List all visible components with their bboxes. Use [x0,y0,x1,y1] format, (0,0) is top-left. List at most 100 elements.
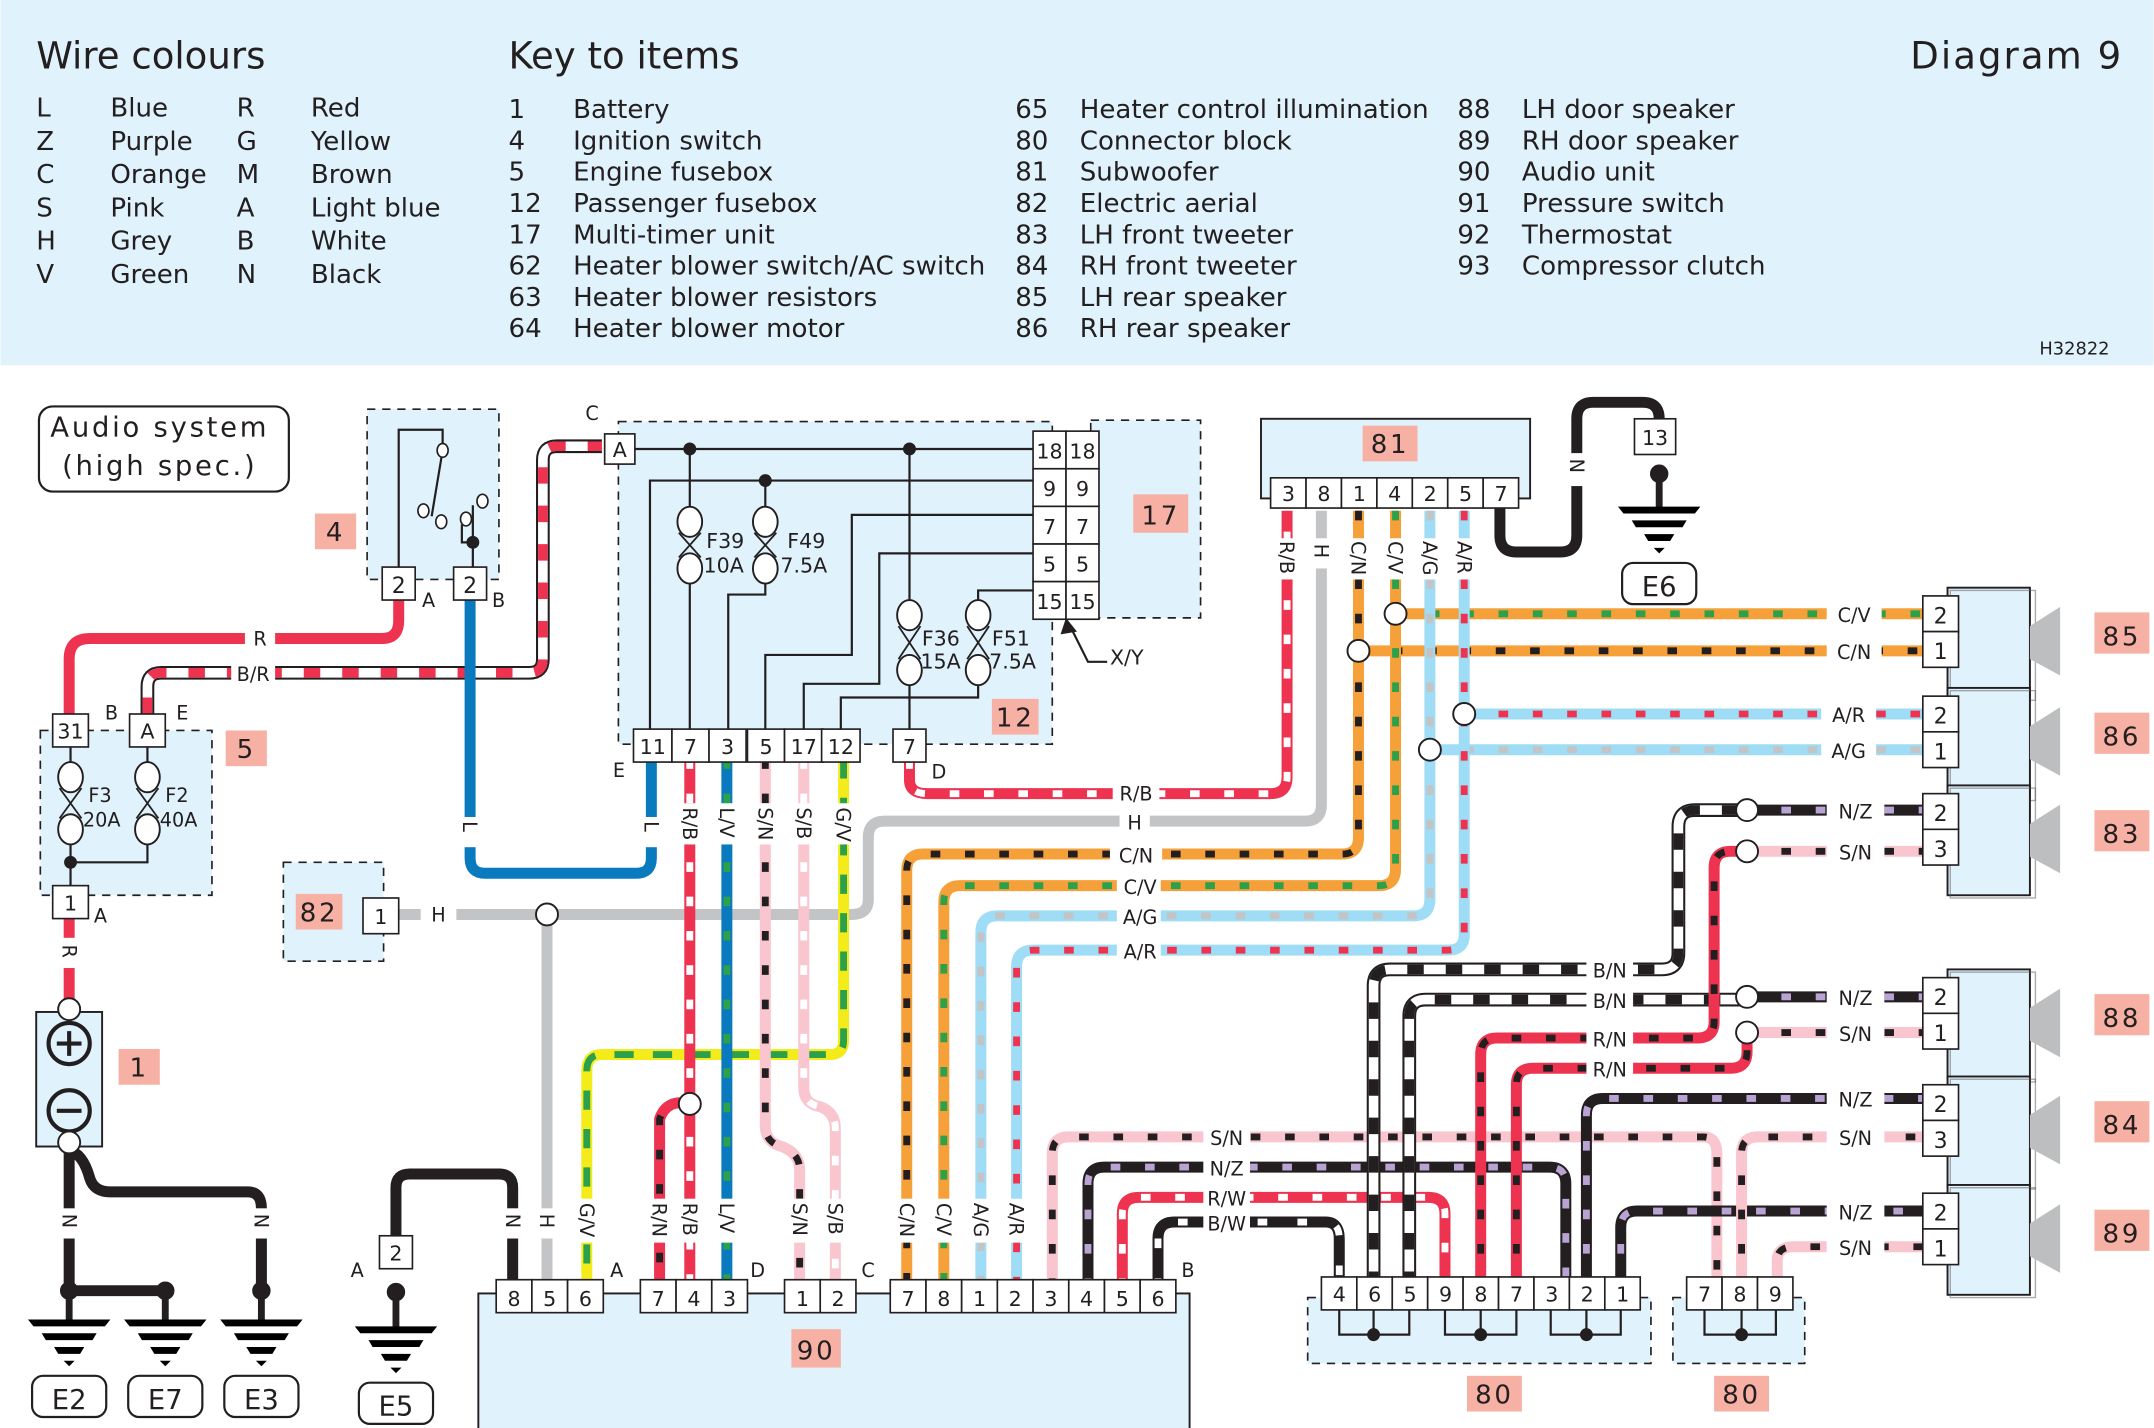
pin-number: 1 [64,891,77,915]
fuse-f49-name: F49 [787,529,825,553]
junction-dot [1474,1328,1488,1342]
pin-number: 7 [1076,515,1089,539]
pin-number: 12 [828,735,854,759]
pin-number: 15 [1036,590,1062,614]
wire-label-sb-audio: S/B [823,1203,846,1235]
wire-label-n-e2: N [57,1214,80,1228]
wire-label-h-aerial: H [431,903,445,926]
ground-bar [1653,547,1665,554]
subwoofer-pin [1340,477,1378,509]
ground-bar [233,1333,289,1341]
wire-label-n-e3: N [250,1214,273,1228]
wire-rb-sub [903,510,1293,800]
wire-colour-name: Orange [110,160,206,190]
label-gap [676,803,704,845]
wire-label-r-battery: R [57,945,80,958]
key-item-number: 81 [1015,158,1048,188]
ground-bar [390,1367,402,1374]
label-gap [1416,538,1444,580]
key-item-number: 65 [1015,95,1048,125]
ground-bar [246,1346,277,1354]
fuse-f36-rating: 15A [920,650,960,674]
battery-positive-icon [46,1020,92,1067]
speaker-85-tag [2094,612,2150,654]
wire-label-s88_nz: N/Z [1839,987,1873,1010]
ground-e2-label-box [30,1374,108,1419]
label-gap [1586,1025,1634,1051]
wire-label-ag-mid: A/G [1123,906,1158,929]
pin-number: 6 [1151,1287,1164,1311]
ground-bar [150,1346,181,1354]
label-gap [1826,601,1882,627]
pin-number: 1 [796,1287,809,1311]
speaker-84-cone [2029,1095,2061,1165]
fuse-f39-terminal [676,505,704,538]
key-item-name: LH rear speaker [1080,283,1287,313]
fuse-f49-terminal [751,552,779,585]
label-gap [1586,957,1634,982]
reference-code: H32822 [2039,338,2109,359]
junction-dot [466,535,480,549]
speaker-88-pin [1921,1012,1960,1050]
wire-label-rb-audio: R/B [678,1203,701,1236]
pin-number: 18 [1069,440,1095,464]
splice-point [1735,1020,1760,1045]
key-item-name: Ignition switch [573,126,763,156]
label-gap [790,803,818,845]
splice-point [535,902,559,927]
wire-label-rb-pf: R/B [678,807,701,840]
label-gap [498,1208,527,1239]
speaker-88-tag [2094,994,2150,1036]
wire-nz-89 [1615,1205,1937,1288]
connector-block-pin [1462,1276,1500,1311]
fuse-f2-link [135,787,160,819]
wire-nz-b4 [1082,1161,1572,1288]
wire-core [464,597,657,879]
wire-label-s83_sn: S/N [1839,842,1872,865]
pin-number: 13 [1642,426,1668,450]
label-gap [713,803,741,845]
key-item-number: 92 [1457,220,1490,250]
connector-letter: E [613,759,625,782]
connector-block-pin [1391,1276,1429,1311]
wire-label-h-sub: H [1310,544,1333,558]
subwoofer-tag [1362,425,1418,462]
ignition-switch-number: 4 [326,518,345,548]
pin-number: 6 [579,1287,592,1311]
wire-label-cn-85: C/N [1837,641,1871,664]
splice-point [1735,798,1760,823]
fuse-f51-link [966,625,990,660]
pin-number: 18 [1036,440,1062,464]
ground-e5-label-box [357,1381,435,1425]
pin-number: 9 [1076,477,1089,501]
junction-dot [1367,1328,1381,1342]
pin-number: 1 [973,1287,986,1311]
wire-label-rn2: R/N [1593,1058,1627,1081]
pin-number: 2 [1934,1202,1948,1227]
wire-n-e3 [67,1145,267,1291]
battery-tag [118,1049,160,1085]
pin-number: 9 [1439,1283,1452,1307]
audio-unit-tag [791,1329,841,1368]
speaker-88-cone [2029,988,2061,1058]
wire-label-l-right: L [639,821,662,832]
wire-colour-name: Light blue [311,193,441,223]
wire-ar-audio [1011,510,1470,1288]
wire-colour-code: Z [36,127,54,157]
wire-core [1116,1191,1451,1288]
header-background [0,0,2154,366]
pf-bottom-pin [708,728,747,763]
key-item-number: 91 [1457,189,1490,219]
junction-dot [683,442,697,456]
wire-label-bn2: B/N [1593,990,1627,1013]
splice-point [57,1130,82,1155]
connector-letter: A [610,1259,623,1282]
connector-letter: A [351,1259,364,1282]
pin-number: 8 [937,1287,950,1311]
key-item-name: Connector block [1080,126,1293,156]
fuse-f3-terminal [57,813,84,846]
speaker-83-tag [2094,810,2150,852]
multi-timer-pin [1065,430,1100,470]
label-gap [55,937,83,969]
key-item-name: Heater blower resistors [573,283,877,313]
